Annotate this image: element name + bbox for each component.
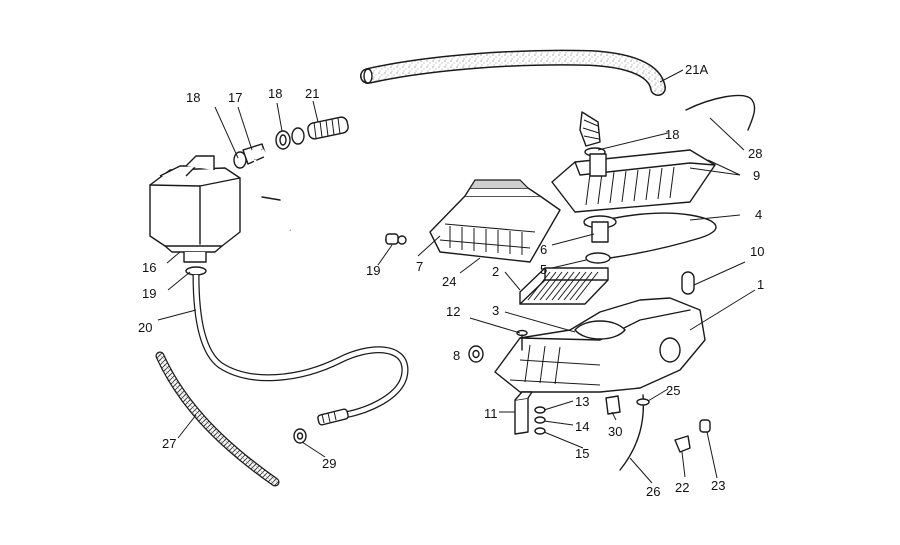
reservoir-tank-16 <box>149 155 241 263</box>
callout-labels: 18 17 18 21 21A 18 28 9 4 10 1 6 5 2 3 1… <box>138 62 764 499</box>
hose-clamp-18 <box>233 127 606 169</box>
callout-28: 28 <box>748 146 762 161</box>
callout-8: 8 <box>453 348 460 363</box>
callout-30: 30 <box>608 424 622 439</box>
corrugated-fitting <box>307 116 349 140</box>
callout-12: 12 <box>446 304 460 319</box>
ring-29 <box>293 428 307 444</box>
callout-1: 1 <box>757 277 764 292</box>
braided-hose-27 <box>155 351 280 487</box>
leader-lines <box>157 69 756 484</box>
callout-17: 17 <box>228 90 242 105</box>
grommet-8 <box>468 345 484 363</box>
callout-19-left: 19 <box>142 286 156 301</box>
o-ring-10 <box>681 271 695 295</box>
callout-20: 20 <box>138 320 152 335</box>
filter-housing-top-9 <box>551 149 716 213</box>
callout-25: 25 <box>666 383 680 398</box>
filter-housing-base-1 <box>494 297 706 393</box>
callout-9: 9 <box>753 168 760 183</box>
tee-fitting-17 <box>242 143 386 245</box>
callout-22: 22 <box>675 480 689 495</box>
callout-18-left: 18 <box>186 90 200 105</box>
callout-2: 2 <box>492 264 499 279</box>
callout-11: 11 <box>484 406 498 421</box>
filter-element-2 <box>519 267 609 305</box>
callout-21a: 21A <box>685 62 708 77</box>
drain-tube-26 <box>619 394 650 471</box>
callout-4: 4 <box>755 207 762 222</box>
breather-hose-21 <box>319 99 601 147</box>
callout-23: 23 <box>711 478 725 493</box>
callout-18-mid: 18 <box>268 86 282 101</box>
washers-13-14-15 <box>534 406 546 435</box>
callout-26: 26 <box>646 484 660 499</box>
callout-24: 24 <box>442 274 456 289</box>
foam-hose-21a <box>360 49 666 96</box>
callout-16: 16 <box>142 260 156 275</box>
callout-5: 5 <box>540 262 547 277</box>
callout-18-right: 18 <box>665 127 679 142</box>
wire-28 <box>685 94 756 131</box>
callout-29: 29 <box>322 456 336 471</box>
callout-10: 10 <box>750 244 764 259</box>
bracket-11 <box>514 391 533 435</box>
callout-15: 15 <box>575 446 589 461</box>
clip-19-upper <box>385 233 407 245</box>
callout-6: 6 <box>540 242 547 257</box>
callout-7: 7 <box>416 259 423 274</box>
cap-23 <box>699 419 711 433</box>
callout-14: 14 <box>575 419 589 434</box>
callout-13: 13 <box>575 394 589 409</box>
screw-12 <box>516 329 528 351</box>
valve-parts-5-6 <box>583 215 617 264</box>
seal-gasket-4 <box>584 212 717 259</box>
filter-cover-7 <box>429 179 561 263</box>
fuel-hose-20 <box>192 274 409 426</box>
callout-27: 27 <box>162 436 176 451</box>
clip-30 <box>605 395 621 415</box>
clip-19-lower <box>185 266 207 276</box>
callout-21: 21 <box>305 86 319 101</box>
callout-3: 3 <box>492 303 499 318</box>
callout-19-right: 19 <box>366 263 380 278</box>
plug-22 <box>674 435 691 453</box>
